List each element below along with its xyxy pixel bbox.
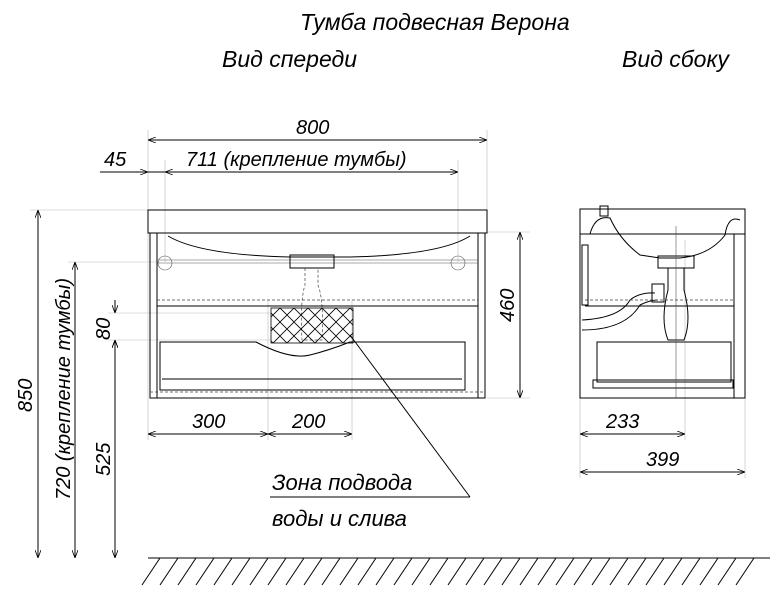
floor-hatch-line: [627, 557, 647, 586]
callout-leader: [270, 334, 471, 498]
dim-850: 850: [15, 379, 37, 412]
floor-hatch-line: [429, 557, 449, 586]
dim-233: 233: [605, 411, 639, 433]
floor-hatch-line: [681, 557, 701, 586]
front-view-label: Вид спереди: [222, 46, 357, 72]
floor-hatch-line: [213, 557, 233, 586]
floor-hatch-line: [231, 557, 251, 586]
floor-hatch-line: [699, 557, 719, 586]
dim-45: 45: [104, 149, 127, 171]
dim-720: 720 (крепление тумбы): [53, 278, 75, 500]
floor-hatch-line: [645, 557, 665, 586]
floor-hatch-line: [249, 557, 269, 586]
side-view: [579, 205, 746, 399]
floor-hatch-line: [555, 557, 575, 586]
floor-hatch-line: [717, 557, 737, 586]
dim-300: 300: [192, 411, 225, 433]
front-view: [147, 209, 488, 399]
floor-hatch-line: [735, 557, 755, 586]
floor-hatch-line: [609, 557, 629, 586]
floor-hatch-line: [267, 557, 287, 586]
floor-hatch-line: [501, 557, 521, 586]
dim-200: 200: [291, 411, 325, 433]
floor-hatch-line: [663, 557, 683, 586]
floor-hatch-line: [465, 557, 485, 586]
floor-hatch-line: [591, 557, 611, 586]
dim-800: 800: [296, 117, 329, 139]
floor-hatch-line: [375, 557, 395, 586]
utility-zone-hatch: [270, 307, 354, 344]
floor-hatch-line: [519, 557, 539, 586]
floor-hatch-line: [483, 557, 503, 586]
floor-hatch-line: [393, 557, 413, 586]
drawing-title: Тумба подвесная Верона: [300, 9, 570, 35]
floor-hatch-line: [303, 557, 323, 586]
dim-525: 525: [93, 442, 115, 476]
floor-hatch-line: [177, 557, 197, 586]
floor-hatch-line: [141, 557, 161, 586]
floor-hatch-line: [573, 557, 593, 586]
floor-hatch-line: [321, 557, 341, 586]
dimension-lines: [38, 140, 745, 558]
floor-hatch-line: [411, 557, 431, 586]
floor-hatch-line: [285, 557, 305, 586]
callout-line1: Зона подвода: [272, 470, 412, 495]
floor-hatch-line: [537, 557, 557, 586]
callout-line2: воды и слива: [272, 506, 407, 531]
floor-hatch-line: [159, 557, 179, 586]
side-view-label: Вид сбоку: [622, 46, 730, 72]
dim-711: 711 (крепление тумбы): [186, 149, 407, 171]
dim-460: 460: [497, 289, 519, 322]
floor-hatch-line: [339, 557, 359, 586]
dim-399: 399: [646, 449, 679, 471]
floor-hatch-line: [195, 557, 215, 586]
floor-line: [141, 557, 770, 586]
floor-hatch-line: [447, 557, 467, 586]
dim-80: 80: [93, 318, 115, 340]
floor-hatch-line: [357, 557, 377, 586]
